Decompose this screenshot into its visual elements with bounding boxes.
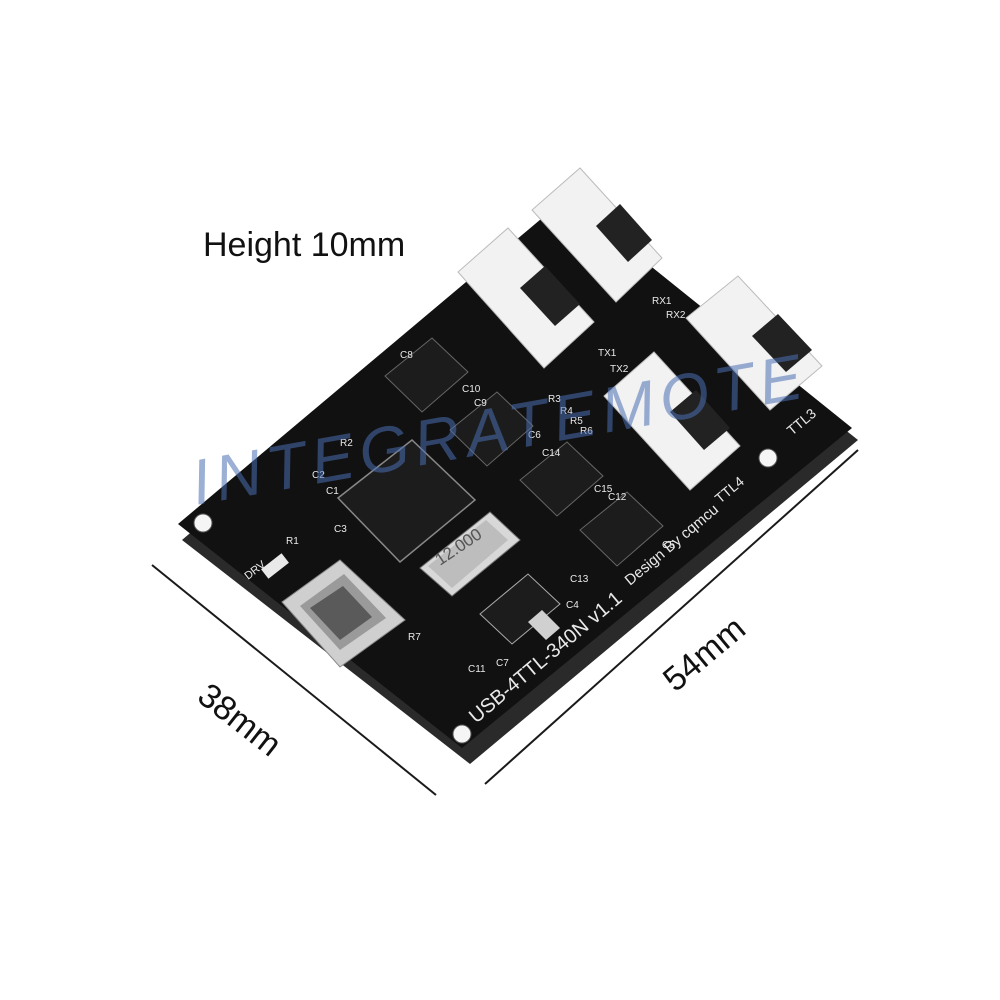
silk-label: C12 <box>608 492 627 503</box>
silk-label: C13 <box>570 574 589 585</box>
silk-label: C10 <box>462 384 481 395</box>
ic-chip <box>384 337 469 413</box>
silk-label: R4 <box>560 406 573 417</box>
silk-label: C4 <box>566 600 579 611</box>
ttl-connector-4 <box>603 351 741 491</box>
silk-label: TX1 <box>598 348 617 359</box>
silk-label: C5 <box>662 540 675 551</box>
silk-label: R1 <box>286 536 299 547</box>
crystal <box>419 511 521 597</box>
ttl-connector-3 <box>685 275 823 411</box>
silk-label: C8 <box>400 350 413 361</box>
ch340-chip <box>336 439 477 564</box>
mount-hole <box>758 448 778 468</box>
silk-label: C7 <box>496 658 509 669</box>
mount-hole <box>452 724 472 744</box>
silk-label: R3 <box>548 394 561 405</box>
silk-label: C2 <box>312 470 325 481</box>
height-dimension-label: Height 10mm <box>203 226 406 264</box>
silk-label: C11 <box>468 664 486 675</box>
silk-label: C9 <box>474 398 487 409</box>
ttl-connector-2 <box>531 167 663 303</box>
silk-label: C6 <box>528 430 541 441</box>
regulator-tab <box>528 610 560 640</box>
silk-label: C14 <box>542 448 561 459</box>
mount-hole <box>193 513 213 533</box>
usb-c-connector <box>281 559 406 668</box>
silk-label: R2 <box>340 438 353 449</box>
silk-label: R7 <box>408 632 421 643</box>
ttl-connector-1 <box>457 227 595 369</box>
silk-label: C15 <box>594 484 613 495</box>
ic-chip <box>449 391 534 467</box>
silk-label: RX1 <box>652 296 672 307</box>
drv-led <box>261 553 289 579</box>
silk-label: C1 <box>326 486 339 497</box>
width-dimension-line <box>151 564 437 796</box>
voltage-regulator <box>479 573 561 645</box>
silk-label: TX2 <box>610 364 629 375</box>
silk-label: R5 <box>570 416 583 427</box>
silk-label: R6 <box>580 426 593 437</box>
silk-label: C3 <box>334 524 347 535</box>
silkscreen-labels: C8 C10 C9 C6 C14 C15 C12 C5 C2 C1 C3 R2 … <box>286 296 686 675</box>
length-dimension-line <box>484 449 859 785</box>
ic-chip <box>519 441 604 517</box>
silk-label: RX2 <box>666 310 686 321</box>
ic-chip <box>579 491 664 567</box>
